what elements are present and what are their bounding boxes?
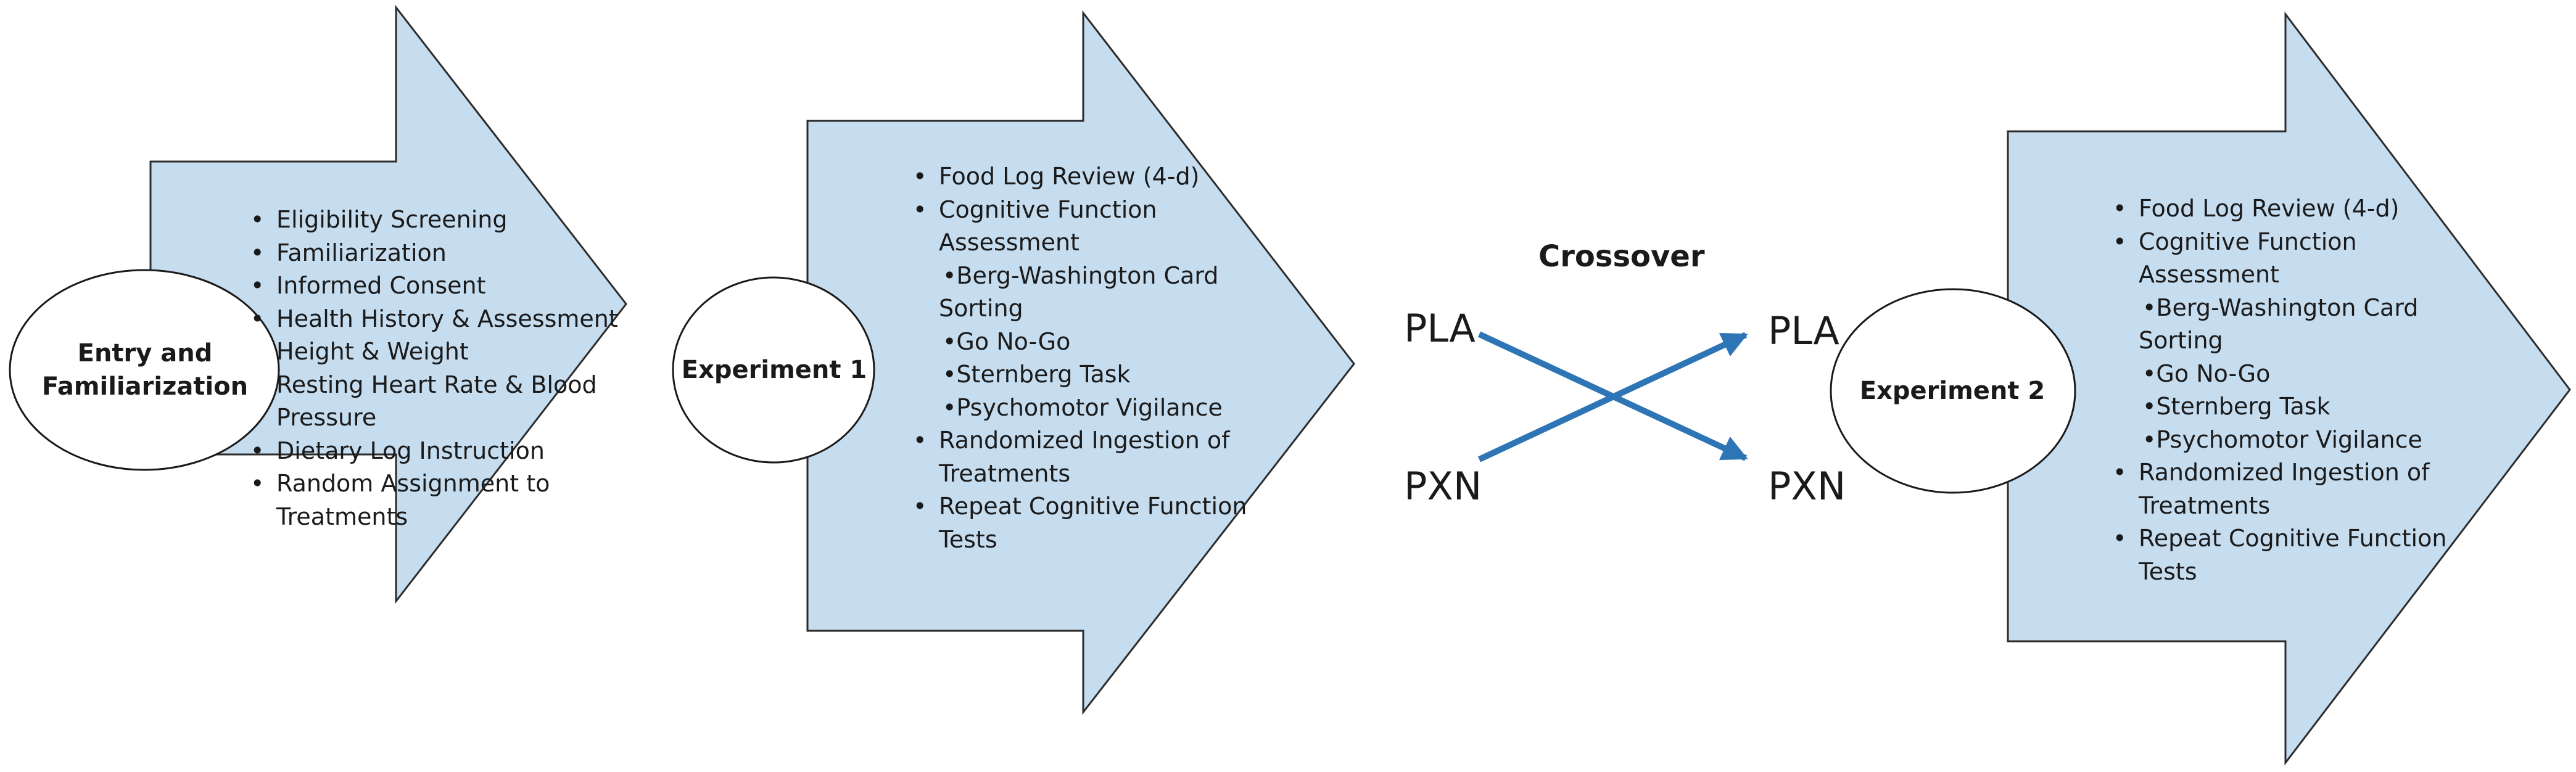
stage-item: Sternberg Task — [2113, 390, 2446, 424]
stage-item: Psychomotor Vigilance — [913, 392, 1247, 425]
stage-item: Food Log Review (4-d) — [913, 160, 1247, 194]
stage-item: Berg-Washington Card — [2113, 292, 2446, 325]
stage-item: Go No-Go — [2113, 358, 2446, 391]
stage-items-entry: Eligibility ScreeningFamiliarizationInfo… — [250, 203, 618, 533]
stage-item: Repeat Cognitive Function — [913, 490, 1247, 524]
stage-item: Repeat Cognitive Function — [2113, 522, 2446, 556]
stage-item: Pressure — [276, 404, 377, 431]
stage-item: Treatments — [2139, 491, 2271, 519]
stage-label-experiment-2: Experiment 2 — [1859, 377, 2046, 405]
stage-item: Tests — [939, 525, 997, 553]
stage-item: Dietary Log Instruction — [250, 435, 618, 468]
stage-item: Familiarization — [250, 237, 618, 270]
stage-item: Randomized Ingestion of — [2113, 456, 2446, 490]
stage-item: Psychomotor Vigilance — [2113, 424, 2446, 457]
stage-item: Go No-Go — [913, 326, 1247, 359]
crossover-right-bottom-label: PXN — [1768, 464, 1846, 509]
stage-item: Treatments — [939, 459, 1071, 487]
stage-oval-experiment-1 — [672, 276, 875, 464]
crossover-right-top-label: PLA — [1768, 308, 1839, 353]
stage-oval-entry — [9, 269, 280, 471]
crossover-left-bottom-label: PXN — [1404, 464, 1482, 509]
stage-item: Tests — [2139, 557, 2197, 585]
crossover-left-top-label: PLA — [1404, 306, 1476, 351]
stage-item: Resting Heart Rate & Blood — [276, 371, 597, 398]
stage-item: Berg-Washington Card — [913, 260, 1247, 293]
stage-item: Random Assignment to — [250, 467, 618, 501]
stage-item: Food Log Review (4-d) — [2113, 192, 2446, 226]
stage-items-experiment-1: Food Log Review (4-d)Cognitive FunctionA… — [913, 160, 1247, 556]
stage-label-experiment-1: Experiment 1 — [681, 356, 867, 384]
stage-oval-experiment-2 — [1830, 288, 2076, 494]
stage-item: Height & Weight — [276, 338, 469, 365]
stage-item: Randomized Ingestion of — [913, 424, 1247, 458]
stage-item: Sternberg Task — [913, 358, 1247, 392]
crossover-title: Crossover — [1538, 239, 1705, 274]
stage-item: Eligibility Screening — [250, 203, 618, 237]
stage-item: Cognitive Function — [2113, 226, 2446, 259]
stage-label-entry: Entry and Familiarization — [41, 339, 249, 401]
stage-item: Assessment — [2139, 261, 2279, 288]
stage-item: Assessment — [939, 229, 1080, 256]
stage-item: Sorting — [939, 295, 1023, 322]
cross-arrow-pxn-to-pla — [1477, 332, 1748, 462]
stage-item: Treatments — [276, 503, 408, 530]
stage-item: Cognitive Function — [913, 194, 1247, 227]
stage-item: Informed Consent — [250, 269, 618, 303]
stage-items-experiment-2: Food Log Review (4-d)Cognitive FunctionA… — [2113, 192, 2446, 588]
stage-item: Health History & Assessment — [250, 303, 618, 336]
stage-item: Sorting — [2139, 327, 2223, 354]
